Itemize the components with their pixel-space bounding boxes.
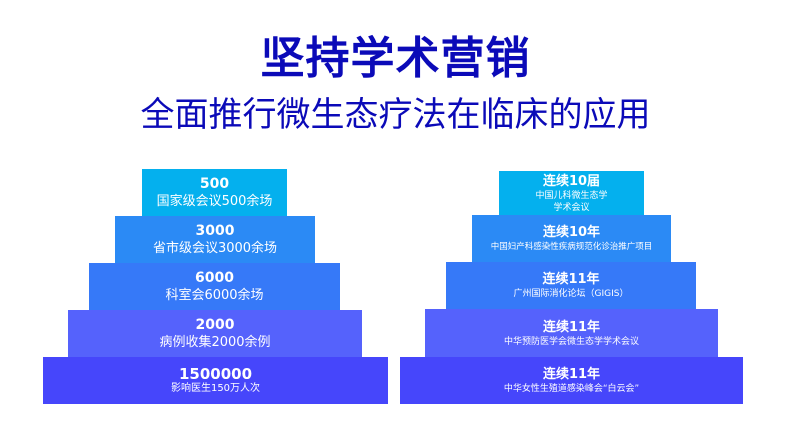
slide-title: 坚持学术营销 bbox=[260, 33, 531, 84]
slide-subtitle: 全面推行微生态疗法在临床的应用 bbox=[140, 95, 651, 135]
tier-label: 科室会6000余场 bbox=[165, 287, 264, 303]
tier-value: 连续11年 bbox=[542, 272, 600, 287]
left-tier-1: 500 国家级会议500余场 bbox=[142, 169, 287, 216]
tier-label: 病例收集2000余例 bbox=[159, 334, 271, 350]
right-tier-1: 连续10届 中国儿科微生态学 学术会议 bbox=[499, 171, 644, 215]
tier-value: 6000 bbox=[195, 269, 234, 286]
tier-value: 连续10年 bbox=[542, 225, 601, 240]
left-tier-4: 2000 病例收集2000余例 bbox=[68, 310, 362, 357]
left-tier-2: 3000 省市级会议3000余场 bbox=[115, 216, 315, 263]
tier-label-line2: 学术会议 bbox=[553, 202, 590, 213]
tier-label: 广州国际消化论坛（GIGIS） bbox=[513, 289, 629, 299]
tier-label: 中国儿科微生态学 bbox=[535, 190, 608, 201]
tier-value: 连续11年 bbox=[542, 319, 601, 335]
left-tier-3: 6000 科室会6000余场 bbox=[89, 263, 340, 310]
tier-value: 连续11年 bbox=[542, 367, 601, 382]
right-tier-4: 连续11年 中华预防医学会微生态学学术会议 bbox=[425, 309, 718, 357]
right-tier-5: 连续11年 中华女性生殖道感染峰会“白云会” bbox=[400, 357, 743, 404]
right-tier-2: 连续10年 中国妇产科感染性疾病规范化诊治推广项目 bbox=[472, 215, 671, 262]
tier-label: 影响医生150万人次 bbox=[170, 383, 261, 394]
left-tier-5: 1500000 影响医生150万人次 bbox=[43, 357, 388, 404]
tier-label: 省市级会议3000余场 bbox=[152, 240, 278, 256]
tier-value: 1500000 bbox=[178, 365, 253, 383]
tier-label: 中华预防医学会微生态学学术会议 bbox=[503, 336, 639, 347]
tier-value: 3000 bbox=[195, 222, 235, 239]
tier-label: 国家级会议500余场 bbox=[156, 193, 273, 209]
tier-value: 2000 bbox=[195, 316, 235, 333]
right-tier-3: 连续11年 广州国际消化论坛（GIGIS） bbox=[446, 262, 696, 309]
tier-value: 连续10届 bbox=[542, 173, 601, 189]
tier-label: 中国妇产科感染性疾病规范化诊治推广项目 bbox=[490, 242, 653, 252]
tier-label: 中华女性生殖道感染峰会“白云会” bbox=[503, 384, 640, 394]
tier-value: 500 bbox=[199, 175, 230, 192]
